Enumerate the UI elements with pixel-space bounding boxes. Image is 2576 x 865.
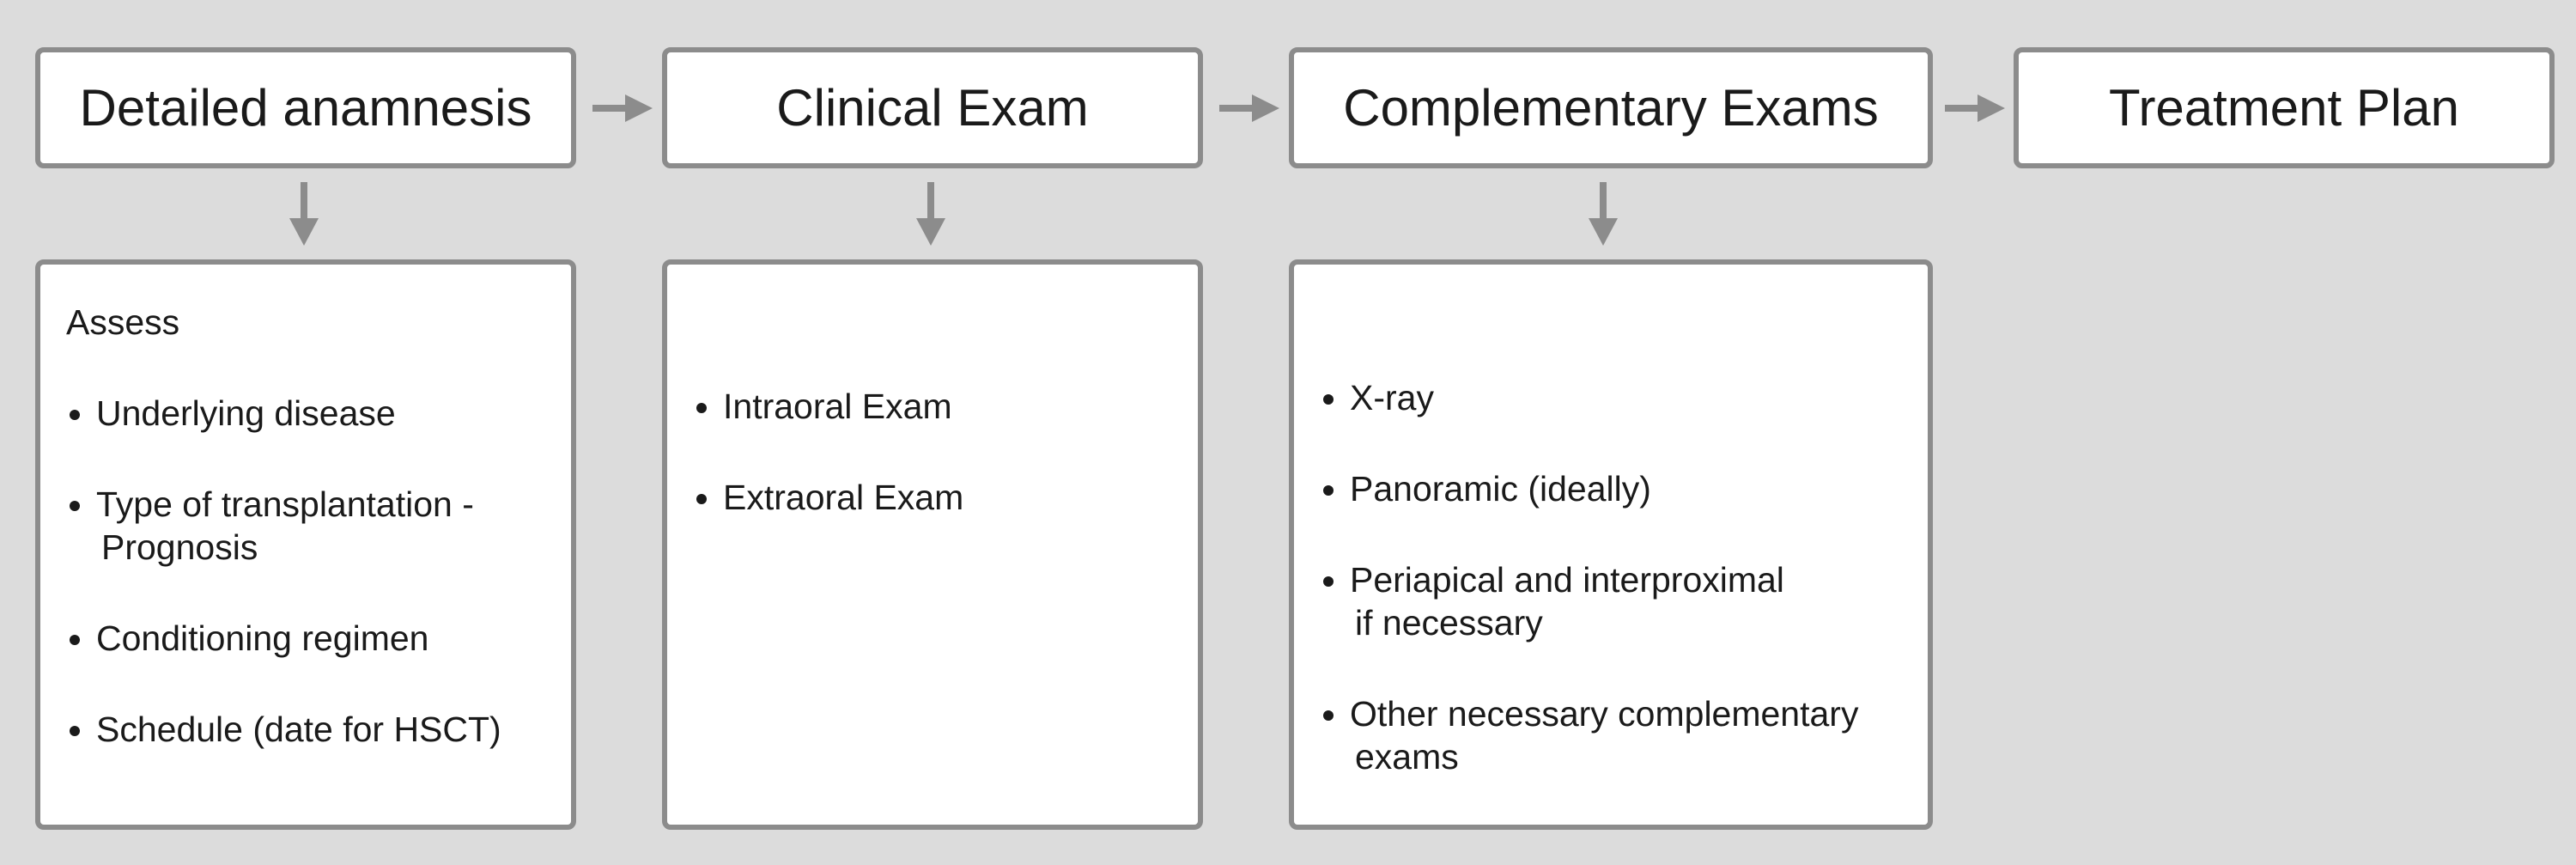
step-complementary-exams: Complementary Exams xyxy=(1289,47,1933,168)
arrow-right-icon xyxy=(592,94,653,122)
complementary-detail-box: X-ray Panoramic (ideally) Periapical and… xyxy=(1289,259,1933,830)
clinical-detail-box: Intraoral Exam Extraoral Exam xyxy=(662,259,1203,830)
list-item: Conditioning regimen xyxy=(66,617,554,660)
list-item: X-ray xyxy=(1320,376,1911,419)
arrow-down-icon xyxy=(1589,182,1618,246)
list-item: Panoramic (ideally) xyxy=(1320,467,1911,510)
list-item: Extraoral Exam xyxy=(693,476,1181,519)
step-detailed-anamnesis: Detailed anamnesis xyxy=(35,47,576,168)
list-item: Type of transplantation -Prognosis xyxy=(66,483,554,569)
step-title: Treatment Plan xyxy=(2109,79,2459,137)
arrow-right-icon xyxy=(1219,94,1279,122)
step-title: Clinical Exam xyxy=(776,79,1089,137)
step-title: Detailed anamnesis xyxy=(79,79,532,137)
arrow-down-icon xyxy=(916,182,945,246)
list-item: Underlying disease xyxy=(66,392,554,435)
list-item: Schedule (date for HSCT) xyxy=(66,708,554,751)
anamnesis-detail-box: Assess Underlying disease Type of transp… xyxy=(35,259,576,830)
step-treatment-plan: Treatment Plan xyxy=(2014,47,2555,168)
step-clinical-exam: Clinical Exam xyxy=(662,47,1203,168)
list-item: Intraoral Exam xyxy=(693,385,1181,428)
arrow-down-icon xyxy=(289,182,319,246)
step-title: Complementary Exams xyxy=(1343,79,1879,137)
assess-heading: Assess xyxy=(66,302,180,342)
arrow-right-icon xyxy=(1945,94,2005,122)
